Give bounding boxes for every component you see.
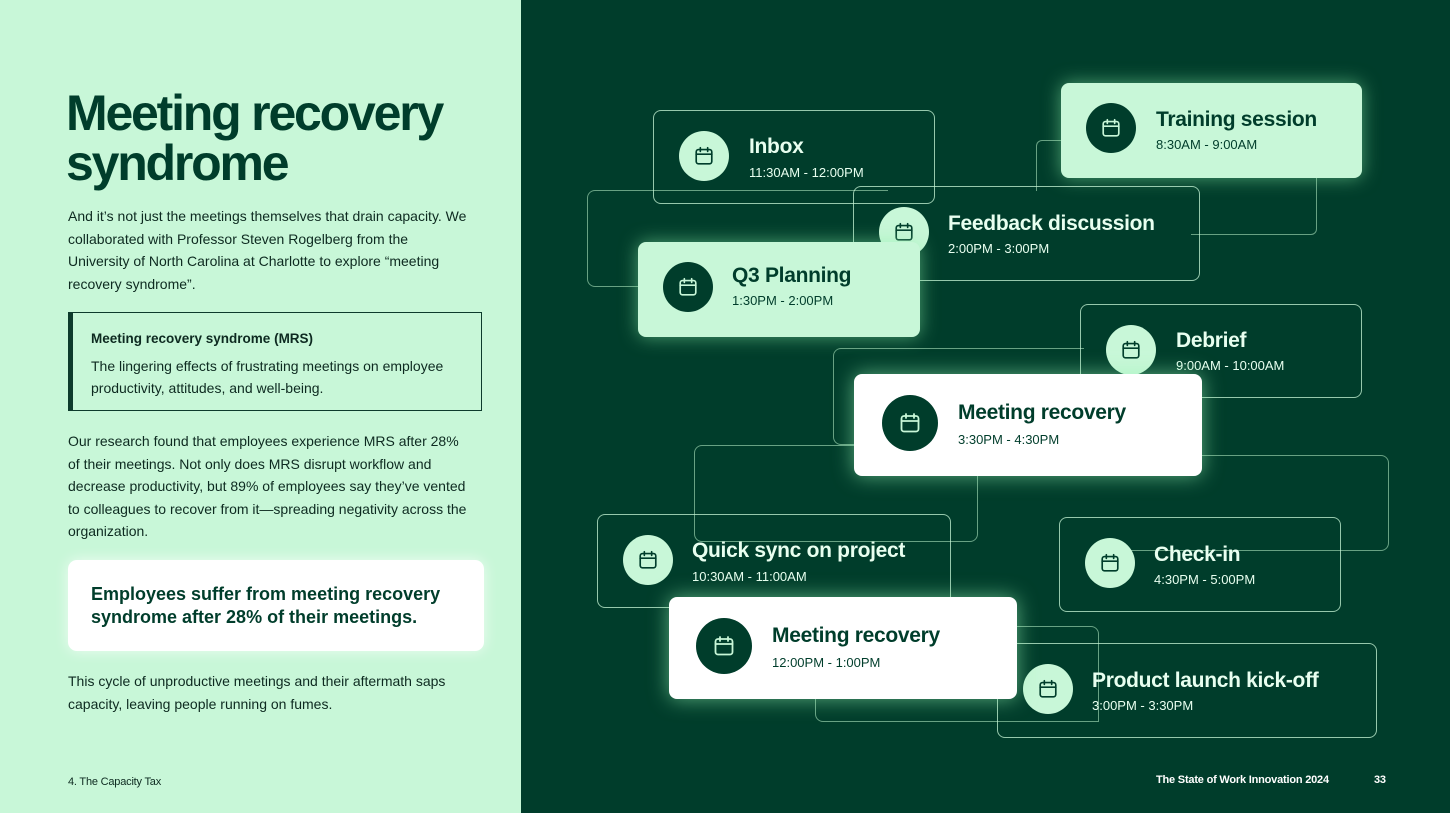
page-number: 33 xyxy=(1374,774,1386,786)
card-time: 1:30PM - 2:00PM xyxy=(732,293,834,308)
report-title: The State of Work Innovation 2024 xyxy=(1156,774,1329,786)
card-title: Meeting recovery xyxy=(772,624,940,647)
card-title: Debrief xyxy=(1176,329,1247,352)
calendar-illustration: Training session 8:30AM - 9:00AM Inbox 1… xyxy=(521,0,1450,813)
card-title: Meeting recovery xyxy=(958,401,1126,424)
card-time: 2:00PM - 3:00PM xyxy=(948,241,1050,256)
calendar-card-meeting-recovery: Meeting recovery 12:00PM - 1:00PM xyxy=(669,597,1017,699)
definition-box: Meeting recovery syndrome (MRS) The ling… xyxy=(68,312,482,411)
card-time: 3:00PM - 3:30PM xyxy=(1092,698,1194,713)
calendar-icon xyxy=(1086,103,1136,153)
card-time: 12:00PM - 1:00PM xyxy=(772,655,881,670)
definition-term: Meeting recovery syndrome (MRS) xyxy=(91,331,314,346)
page-title: Meeting recovery syndrome xyxy=(66,85,444,191)
card-title: Training session xyxy=(1156,108,1317,131)
calendar-card-product-launch: Product launch kick-off 3:00PM - 3:30PM xyxy=(997,643,1377,738)
research-paragraph: Our research found that employees experi… xyxy=(68,433,467,539)
text-panel: Meeting recovery syndrome And it’s not j… xyxy=(0,0,521,813)
connector-line xyxy=(1036,140,1067,191)
card-time: 4:30PM - 5:00PM xyxy=(1154,572,1256,587)
definition-text: The lingering effects of frustrating mee… xyxy=(91,358,444,396)
calendar-card-q3-planning: Q3 Planning 1:30PM - 2:00PM xyxy=(638,242,920,337)
calendar-icon xyxy=(1085,538,1135,588)
calendar-card-check-in: Check-in 4:30PM - 5:00PM xyxy=(1059,517,1341,612)
calendar-icon xyxy=(882,395,938,451)
card-title: Inbox xyxy=(749,135,804,158)
card-time: 3:30PM - 4:30PM xyxy=(958,432,1060,447)
connector-line xyxy=(1106,455,1389,551)
card-time: 9:00AM - 10:00AM xyxy=(1176,358,1285,373)
connector-line xyxy=(1191,176,1317,235)
card-title: Check-in xyxy=(1154,543,1241,566)
calendar-card-meeting-recovery: Meeting recovery 3:30PM - 4:30PM xyxy=(854,374,1202,476)
calendar-card-inbox: Inbox 11:30AM - 12:00PM xyxy=(653,110,935,204)
calendar-icon xyxy=(663,262,713,312)
calendar-card-debrief: Debrief 9:00AM - 10:00AM xyxy=(1080,304,1362,398)
calendar-icon xyxy=(1023,664,1073,714)
closing-paragraph: This cycle of unproductive meetings and … xyxy=(68,673,446,712)
connector-line xyxy=(694,445,978,542)
calendar-icon xyxy=(623,535,673,585)
calendar-icon xyxy=(696,618,752,674)
calendar-icon xyxy=(679,131,729,181)
section-label: 4. The Capacity Tax xyxy=(68,776,162,788)
calendar-card-training-session: Training session 8:30AM - 9:00AM xyxy=(1061,83,1362,178)
calendar-card-quick-sync: Quick sync on project 10:30AM - 11:00AM xyxy=(597,514,951,608)
card-time: 11:30AM - 12:00PM xyxy=(749,165,864,180)
card-time: 10:30AM - 11:00AM xyxy=(692,569,807,584)
card-time: 8:30AM - 9:00AM xyxy=(1156,137,1258,152)
card-title: Q3 Planning xyxy=(732,264,852,287)
card-title: Quick sync on project xyxy=(692,539,906,562)
key-stat-callout: Employees suffer from meeting recovery s… xyxy=(68,560,484,651)
card-title: Product launch kick-off xyxy=(1092,669,1319,692)
calendar-icon xyxy=(1106,325,1156,375)
intro-paragraph: And it’s not just the meetings themselve… xyxy=(68,208,467,292)
card-title: Feedback discussion xyxy=(948,212,1155,235)
